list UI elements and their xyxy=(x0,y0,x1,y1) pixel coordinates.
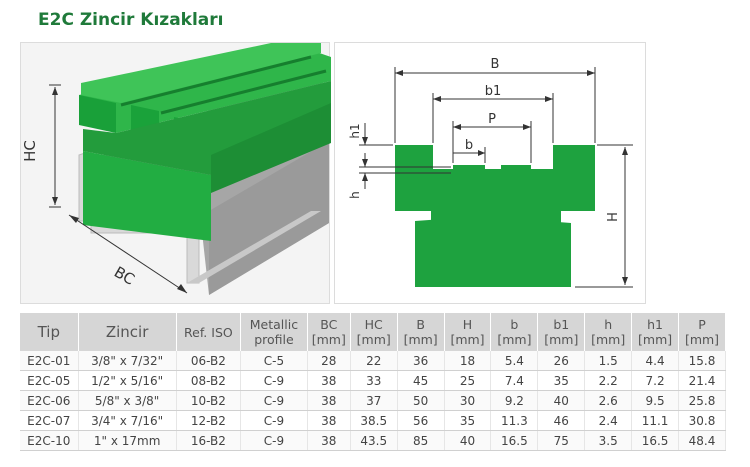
table-cell: 1.5 xyxy=(584,351,633,371)
col-p: P[mm] xyxy=(678,313,726,351)
b-label: B xyxy=(491,57,500,72)
table-cell: 50 xyxy=(397,390,445,411)
table-cell: 28 xyxy=(307,351,351,371)
table-cell: 25 xyxy=(444,370,492,391)
table-cell: 4.4 xyxy=(631,351,680,371)
table-cell: 36 xyxy=(397,351,445,371)
table-cell: 25.8 xyxy=(678,390,726,411)
table-cell: 3/4" x 7/16" xyxy=(78,410,177,431)
table-cell: 85 xyxy=(397,430,445,451)
table-cell: 43.5 xyxy=(350,430,398,451)
table-cell: 16.5 xyxy=(490,430,539,451)
h-label: h xyxy=(348,191,362,199)
table-cell: 15.8 xyxy=(678,351,726,371)
col-b-lower: b[mm] xyxy=(490,313,539,351)
table-cell: C-5 xyxy=(240,351,308,371)
table-cell: 45 xyxy=(397,370,445,391)
table-cell: 11.1 xyxy=(631,410,680,431)
table-cell: 18 xyxy=(444,351,492,371)
col-h-upper: H[mm] xyxy=(444,313,492,351)
cross-section-panel: B b1 P b h1 h H xyxy=(334,42,646,304)
table-cell: E2C-07 xyxy=(20,410,79,431)
h1-label: h1 xyxy=(348,123,362,138)
table-cell: 5/8" x 3/8" xyxy=(78,390,177,411)
table-cell: 10-B2 xyxy=(176,390,242,411)
col-tip: Tip xyxy=(20,313,79,351)
table-cell: 7.2 xyxy=(631,370,680,391)
H-label: H xyxy=(606,212,621,222)
table-cell: 48.4 xyxy=(678,430,726,451)
col-bc: BC[mm] xyxy=(307,313,351,351)
table-cell: 46 xyxy=(537,410,586,431)
table-cell: 7.4 xyxy=(490,370,539,391)
table-cell: C-9 xyxy=(240,390,308,411)
p-label: P xyxy=(488,112,496,127)
table-cell: 33 xyxy=(350,370,398,391)
table-cell: 2.4 xyxy=(584,410,633,431)
table-cell: 06-B2 xyxy=(176,351,242,371)
col-zincir: Zincir xyxy=(78,313,177,351)
table-cell: 22 xyxy=(350,351,398,371)
table-cell: 16-B2 xyxy=(176,430,242,451)
table-cell: 3/8" x 7/32" xyxy=(78,351,177,371)
col-h-lower: h[mm] xyxy=(584,313,633,351)
table-cell: 2.6 xyxy=(584,390,633,411)
table-cell: 40 xyxy=(444,430,492,451)
page-title: E2C Zincir Kızakları xyxy=(38,10,224,30)
table-cell: 30.8 xyxy=(678,410,726,431)
cross-section-drawing: B b1 P b h1 h H xyxy=(348,57,633,288)
table-cell: 21.4 xyxy=(678,370,726,391)
table-cell: C-9 xyxy=(240,430,308,451)
table-cell: 38 xyxy=(307,390,351,411)
table-cell: 37 xyxy=(350,390,398,411)
b1-label: b1 xyxy=(485,84,502,99)
guide-3d-illustration: HC BC xyxy=(21,43,331,295)
table-cell: 35 xyxy=(537,370,586,391)
table-cell: 38 xyxy=(307,430,351,451)
table-cell: 9.5 xyxy=(631,390,680,411)
table-cell: E2C-01 xyxy=(20,351,79,371)
table-cell: 12-B2 xyxy=(176,410,242,431)
col-h1: h1[mm] xyxy=(631,313,680,351)
col-ref-iso: Ref. ISO xyxy=(176,313,242,351)
col-b-upper: B[mm] xyxy=(397,313,445,351)
table-cell: E2C-10 xyxy=(20,430,79,451)
table-cell: E2C-06 xyxy=(20,390,79,411)
table-cell: E2C-05 xyxy=(20,370,79,391)
table-cell: C-9 xyxy=(240,370,308,391)
table-cell: 1/2" x 5/16" xyxy=(78,370,177,391)
table-cell: 08-B2 xyxy=(176,370,242,391)
table-cell: 3.5 xyxy=(584,430,633,451)
table-cell: 16.5 xyxy=(631,430,680,451)
table-cell: C-9 xyxy=(240,410,308,431)
table-cell: 35 xyxy=(444,410,492,431)
bc-label: BC xyxy=(111,263,138,289)
col-hc: HC[mm] xyxy=(350,313,398,351)
table-cell: 5.4 xyxy=(490,351,539,371)
table-cell: 40 xyxy=(537,390,586,411)
table-cell: 2.2 xyxy=(584,370,633,391)
table-cell: 9.2 xyxy=(490,390,539,411)
table-cell: 38 xyxy=(307,370,351,391)
table-cell: 38.5 xyxy=(350,410,398,431)
table-cell: 1" x 17mm xyxy=(78,430,177,451)
table-cell: 56 xyxy=(397,410,445,431)
product-illustration-panel: HC BC xyxy=(20,42,331,304)
hc-label: HC xyxy=(21,140,39,162)
table-cell: 11.3 xyxy=(490,410,539,431)
table-cell: 26 xyxy=(537,351,586,371)
table-cell: 75 xyxy=(537,430,586,451)
col-b1: b1[mm] xyxy=(537,313,586,351)
table-cell: 30 xyxy=(444,390,492,411)
table-cell: 38 xyxy=(307,410,351,431)
bsmall-label: b xyxy=(465,138,473,153)
